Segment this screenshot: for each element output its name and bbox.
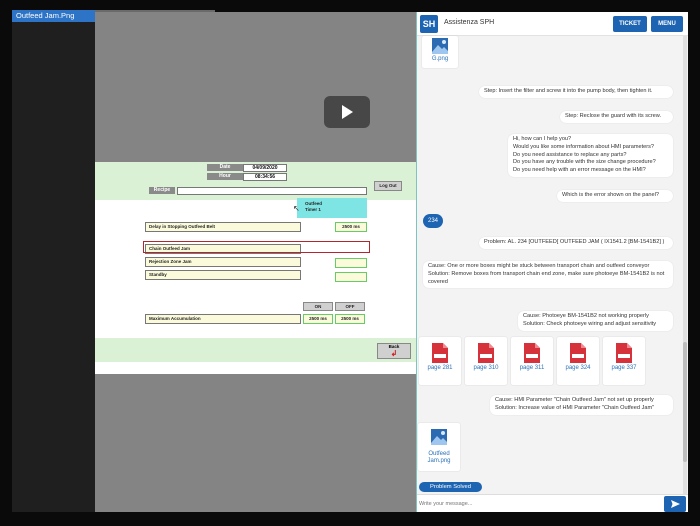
pdf-card[interactable]: page 310	[465, 337, 507, 385]
bot-message: Which is the error shown on the panel?	[557, 190, 673, 202]
ticket-button[interactable]: TICKET	[613, 16, 647, 32]
bot-message-greeting: Hi, how can I help you? Would you like s…	[508, 134, 673, 177]
play-icon	[342, 105, 353, 119]
pdf-card[interactable]: page 281	[419, 337, 461, 385]
hmi-off-button[interactable]: OFF	[335, 302, 365, 311]
hmi-max-acc-on-value[interactable]: 2500 ms	[303, 314, 333, 324]
pdf-icon	[432, 343, 448, 363]
send-icon	[671, 500, 680, 508]
hmi-date-value: 04/09/2020	[243, 164, 287, 172]
pdf-icon	[616, 343, 632, 363]
panel-divider	[416, 12, 417, 512]
hmi-back-button[interactable]: Back ↲	[377, 343, 411, 359]
pdf-card[interactable]: page 324	[557, 337, 599, 385]
mouse-cursor-icon: ↖	[293, 204, 300, 213]
hmi-cyan-line2: Timer 1	[305, 207, 321, 212]
hmi-recipe-field[interactable]	[177, 187, 367, 195]
hmi-row-delay: Delay in Stopping Outfeed Belt	[145, 222, 301, 232]
hmi-max-acc-off-value[interactable]: 2500 ms	[335, 314, 365, 324]
image-attachment-card[interactable]: G.png	[422, 36, 458, 68]
bot-message-cause-2: Cause: Photoeye BM-1541B2 not working pr…	[518, 311, 673, 331]
image-icon	[431, 429, 447, 445]
hmi-outfeed-timer-tile: Outfeed Timer 1	[297, 198, 367, 218]
hmi-row-delay-value[interactable]: 2500 ms	[335, 222, 367, 232]
pdf-card[interactable]: page 311	[511, 337, 553, 385]
hmi-screenshot: Date 04/09/2020 Hour 08:34:56 Recipe Log…	[95, 162, 416, 374]
solution-line: Solution: Remove boxes from transport ch…	[428, 270, 665, 285]
chat-scroll-thumb[interactable]	[683, 342, 687, 462]
menu-button[interactable]: MENU	[651, 16, 683, 32]
chat-title: Assistenza SPH	[444, 19, 495, 26]
image-icon	[432, 38, 448, 54]
file-tab-title[interactable]: Outfeed Jam.Png	[12, 10, 95, 22]
bot-message: Step: Reclose the guard with its screw.	[560, 111, 673, 123]
hmi-hour-value: 08:34:56	[243, 173, 287, 181]
cause-line: Cause: Photoeye BM-1541B2 not working pr…	[523, 313, 649, 319]
tab-strip-line	[95, 10, 215, 12]
pdf-card-label: page 281	[427, 365, 453, 371]
message-input[interactable]	[419, 498, 659, 510]
cause-line: Cause: HMI Parameter "Chain Outfeed Jam"…	[495, 397, 654, 403]
back-arrow-icon: ↲	[390, 349, 398, 358]
pdf-card-label: page 337	[611, 365, 637, 371]
bot-message-cause-1: Cause: One or more boxes might be stuck …	[423, 261, 673, 289]
greeting-line: Do you need assistance to replace any pa…	[513, 151, 627, 158]
pdf-card-label: page 311	[519, 365, 545, 371]
sph-logo: SH	[420, 15, 438, 33]
hmi-recipe-label: Recipe	[149, 187, 175, 194]
message-input-bar	[417, 494, 688, 512]
bot-message-cause-3: Cause: HMI Parameter "Chain Outfeed Jam"…	[490, 395, 673, 415]
chat-panel: SH Assistenza SPH TICKET MENU G.png Step…	[417, 12, 688, 512]
user-message-234: 234	[423, 214, 443, 228]
pdf-card[interactable]: page 337	[603, 337, 645, 385]
hmi-date-label: Date	[207, 164, 243, 171]
image-attachment-card[interactable]: Outfeed Jam.png	[418, 423, 460, 471]
hmi-value-box[interactable]	[335, 258, 367, 268]
greeting-line: Would you like some information about HM…	[513, 143, 655, 150]
hmi-row-max-accumulation: Maximum Accumulation	[145, 314, 301, 324]
image-attachment-label: G.png	[431, 56, 449, 62]
hmi-cyan-line1: Outfeed	[305, 201, 323, 206]
hmi-footer-band	[95, 338, 416, 362]
greeting-line: Do you have any trouble with the size ch…	[513, 159, 656, 166]
greeting-line: Do you need help with an error message o…	[513, 167, 646, 174]
pdf-card-label: page 324	[565, 365, 591, 371]
hmi-back-label: Back	[388, 344, 400, 349]
pdf-icon	[478, 343, 494, 363]
image-attachment-label: Outfeed Jam.png	[427, 451, 451, 464]
chat-header: SH Assistenza SPH TICKET MENU	[417, 12, 688, 36]
greeting-line: Hi, how can I help you?	[513, 136, 572, 142]
quick-reply-bar	[417, 480, 683, 494]
pdf-card-label: page 310	[473, 365, 499, 371]
hmi-row-rejection: Rejection Zone Jam	[145, 257, 301, 267]
send-button[interactable]	[664, 496, 686, 512]
hmi-on-button[interactable]: ON	[303, 302, 333, 311]
video-play-button[interactable]	[324, 96, 370, 128]
hmi-logout-button[interactable]: Log Out	[374, 181, 402, 191]
hmi-row-standby: Standby	[145, 270, 301, 280]
image-viewer: Date 04/09/2020 Hour 08:34:56 Recipe Log…	[95, 12, 416, 512]
hmi-hour-label: Hour	[207, 173, 243, 180]
hmi-row-chain-outfeed: Chain Outfeed Jam	[145, 244, 301, 254]
chat-scrollbar[interactable]	[683, 36, 687, 502]
hmi-value-box[interactable]	[335, 272, 367, 282]
left-panel	[12, 22, 95, 512]
bot-message-problem: Problem: AL. 234 [OUTFEED[ OUTFEED JAM (…	[479, 237, 673, 249]
bot-message: Step: Insert the filter and screw it int…	[479, 86, 673, 98]
hmi-alarm-highlight	[143, 241, 370, 253]
cause-line: Cause: One or more boxes might be stuck …	[428, 263, 650, 269]
solution-line: Solution: Increase value of HMI Paramete…	[495, 404, 655, 411]
pdf-icon	[570, 343, 586, 363]
pdf-icon	[524, 343, 540, 363]
problem-solved-button[interactable]: Problem Solved	[419, 482, 482, 492]
solution-line: Solution: Check photoeye wiring and adju…	[523, 320, 657, 327]
